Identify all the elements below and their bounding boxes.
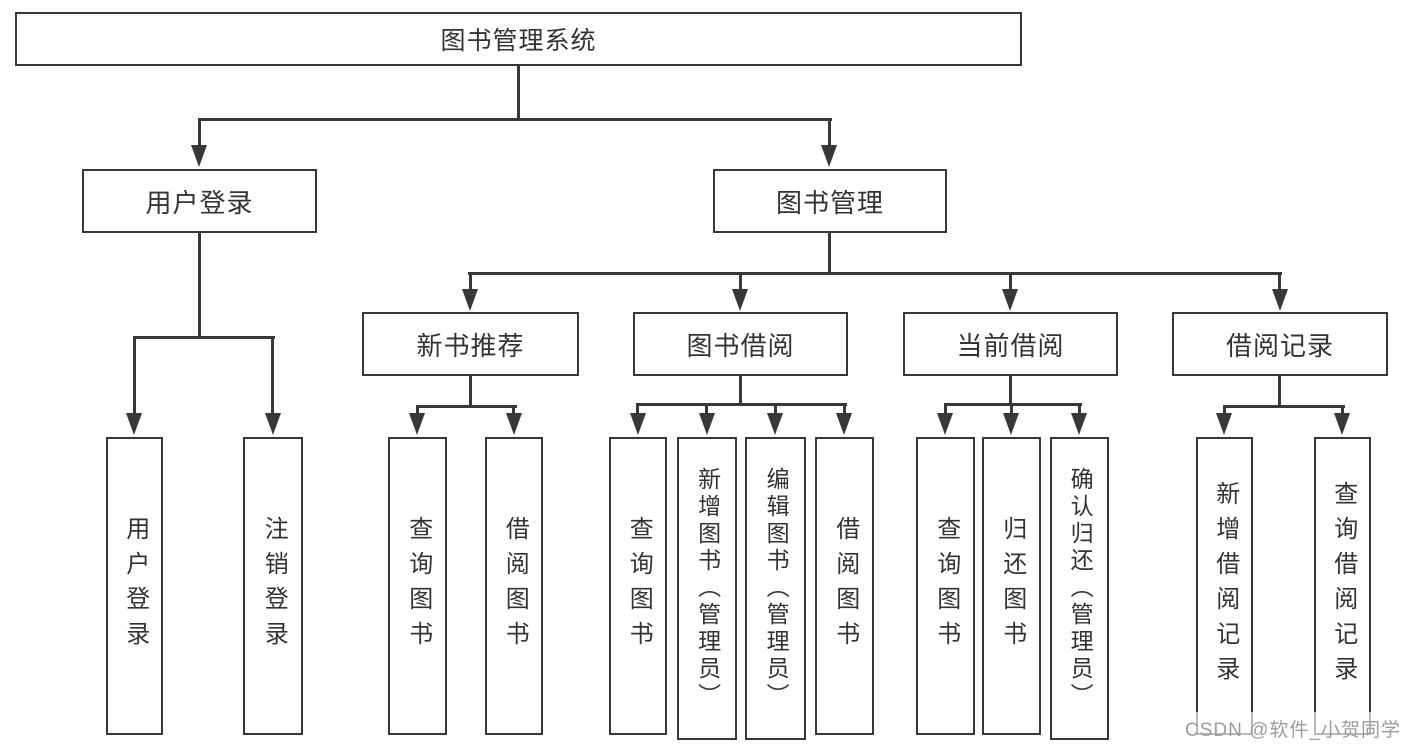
arrowhead-user-login <box>191 145 207 167</box>
connector-root-branch <box>198 118 832 121</box>
node-query-borrow-record: 查询借阅记录 <box>1314 437 1371 735</box>
connector-bookmgmt-branch <box>468 272 1282 275</box>
node-query-books-recommend: 查询图书 <box>388 437 447 735</box>
connector-bookmgmt-arm4 <box>1278 272 1281 289</box>
connector-records-stem <box>1278 376 1281 405</box>
node-logout: 注销登录 <box>243 437 303 735</box>
connector-recommend-arm2 <box>512 405 515 413</box>
arrowhead-add-books-admin <box>699 413 715 435</box>
arrowhead-user-login-leaf <box>126 413 142 435</box>
node-query-books-borrowing: 查询图书 <box>609 437 667 735</box>
connector-recommend-branch <box>416 405 517 408</box>
connector-bookmgmt-arm2 <box>739 272 742 289</box>
connector-root-arm-right <box>828 118 831 145</box>
arrowhead-book-borrowing <box>732 289 748 311</box>
csdn-watermark: CSDN @软件_小贺同学 <box>1180 712 1405 744</box>
node-book-management: 图书管理 <box>713 169 947 233</box>
arrowhead-logout <box>265 413 281 435</box>
node-library-system: 图书管理系统 <box>15 12 1022 66</box>
arrowhead-query-books-recommend <box>409 413 425 435</box>
arrowhead-query-books-current <box>937 413 953 435</box>
arrowhead-add-borrow-record <box>1216 413 1232 435</box>
connector-current-stem <box>1009 376 1012 403</box>
arrowhead-edit-books-admin <box>767 413 783 435</box>
connector-records-arm2 <box>1341 405 1344 413</box>
connector-borrowing-stem <box>739 376 742 403</box>
node-user-login: 用户登录 <box>82 169 317 233</box>
node-current-borrowing: 当前借阅 <box>903 312 1118 376</box>
connector-userlogin-arm1 <box>133 336 136 413</box>
arrowhead-confirm-return-admin <box>1071 413 1087 435</box>
connector-borrowing-arm3 <box>774 403 777 413</box>
node-borrowing-records: 借阅记录 <box>1172 312 1388 376</box>
connector-records-branch <box>1223 405 1345 408</box>
arrowhead-borrowing-records <box>1272 289 1288 311</box>
node-return-books: 归还图书 <box>982 437 1041 735</box>
connector-bookmgmt-stem <box>828 233 831 272</box>
connector-userlogin-stem <box>198 233 201 336</box>
connector-bookmgmt-arm3 <box>1009 272 1012 289</box>
arrowhead-query-books-borrowing <box>630 413 646 435</box>
connector-recommend-stem <box>469 376 472 405</box>
node-borrow-books-recommend: 借阅图书 <box>485 437 543 735</box>
node-add-borrow-record: 新增借阅记录 <box>1196 437 1253 735</box>
node-edit-books-admin: 编辑图书（管理员） <box>745 437 806 740</box>
connector-root-stem <box>517 66 520 118</box>
arrowhead-query-borrow-record <box>1334 413 1350 435</box>
arrowhead-new-book-recommend <box>462 289 478 311</box>
node-borrow-books-borrowing: 借阅图书 <box>815 437 874 735</box>
connector-borrowing-branch <box>636 403 847 406</box>
connector-recommend-arm1 <box>416 405 419 413</box>
node-logout-label: 注销登录 <box>260 516 288 656</box>
connector-borrowing-arm4 <box>843 403 846 413</box>
arrowhead-return-books <box>1003 413 1019 435</box>
connector-borrowing-arm2 <box>705 403 708 413</box>
connector-current-arm3 <box>1078 403 1081 413</box>
connector-current-arm1 <box>944 403 947 413</box>
node-confirm-return-admin: 确认归还（管理员） <box>1050 437 1109 740</box>
connector-current-arm2 <box>1010 403 1013 413</box>
node-user-login-leaf: 用户登录 <box>106 437 163 735</box>
node-add-books-admin: 新增图书（管理员） <box>677 437 737 740</box>
connector-bookmgmt-arm1 <box>469 272 472 289</box>
node-user-login-leaf-label: 用户登录 <box>121 516 149 656</box>
node-book-borrowing: 图书借阅 <box>633 312 848 376</box>
connector-records-arm1 <box>1223 405 1226 413</box>
connector-root-arm-left <box>198 118 201 145</box>
node-query-books-current: 查询图书 <box>916 437 975 735</box>
arrowhead-borrow-books-recommend <box>506 413 522 435</box>
arrowhead-book-management <box>821 145 837 167</box>
arrowhead-current-borrowing <box>1002 289 1018 311</box>
connector-borrowing-arm1 <box>636 403 639 413</box>
arrowhead-borrow-books-borrowing <box>836 413 852 435</box>
node-new-book-recommend: 新书推荐 <box>362 312 579 376</box>
connector-userlogin-arm2 <box>271 336 274 413</box>
connector-current-branch <box>944 403 1082 406</box>
connector-userlogin-branch <box>133 336 275 339</box>
